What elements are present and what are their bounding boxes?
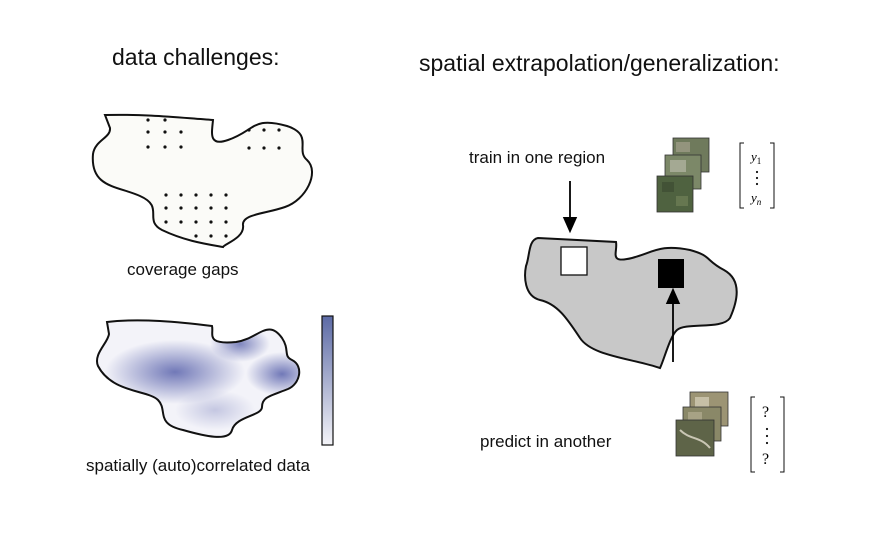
train-region-label: train in one region [469, 148, 606, 167]
train-region-box [560, 246, 588, 276]
coverage-region-shape [91, 113, 313, 249]
extrapolation-region-shape [524, 236, 738, 370]
predict-vector-first: ? [762, 404, 769, 421]
sample-points [146, 118, 281, 238]
spatial-extrapolation-heading: spatial extrapolation/generalization: [419, 50, 780, 76]
coverage-gaps-caption: coverage gaps [127, 260, 239, 279]
train-vector [739, 142, 775, 209]
correlation-region-outline [96, 319, 301, 438]
data-challenges-heading: data challenges: [112, 44, 280, 70]
predict-vector-last: ? [762, 451, 769, 468]
training-satellite-images [656, 137, 710, 213]
predict-region-box [658, 259, 684, 288]
predict-region-label: predict in another [480, 432, 612, 451]
prediction-satellite-images [675, 391, 729, 457]
predict-vector [750, 396, 785, 473]
correlation-colorbar [321, 315, 334, 446]
train-vector-dots [755, 170, 759, 186]
train-vector-last: yn [749, 190, 762, 207]
train-vector-first: y1 [749, 149, 761, 166]
predict-vector-dots [765, 427, 769, 445]
autocorrelated-data-caption: spatially (auto)correlated data [86, 456, 310, 475]
correlation-heat-blobs [105, 326, 300, 430]
